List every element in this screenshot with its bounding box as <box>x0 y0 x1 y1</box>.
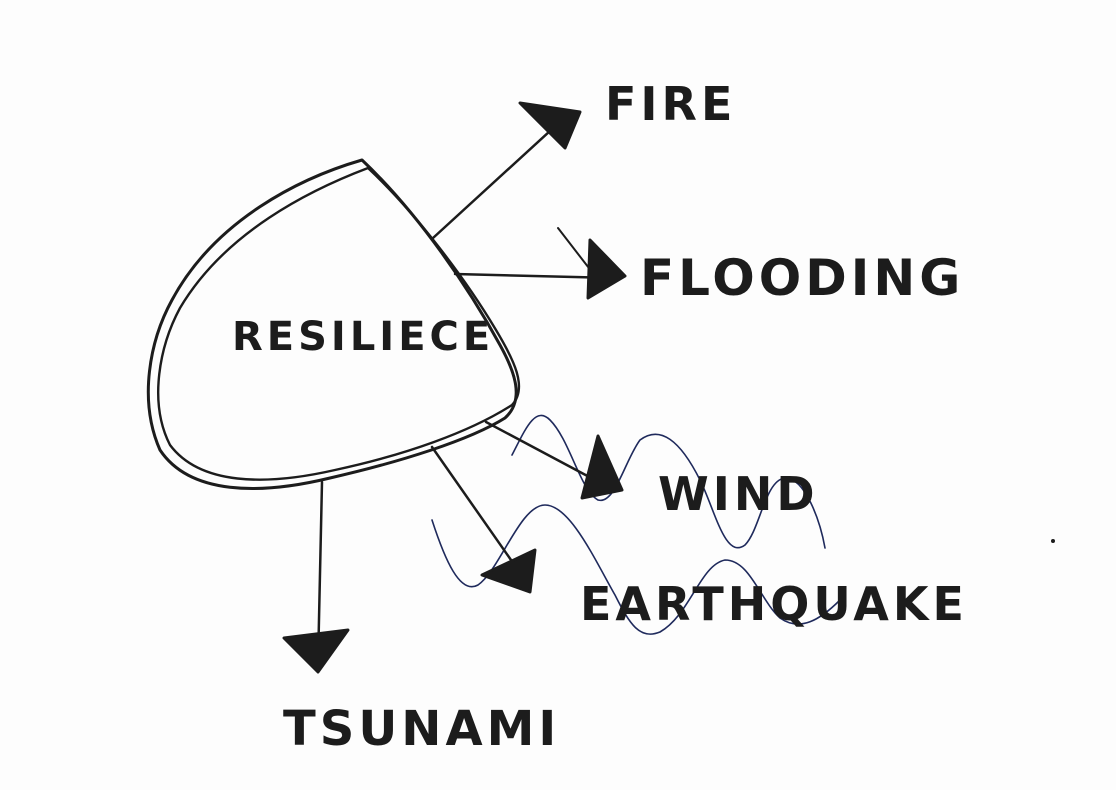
arrow-tsunami <box>282 480 350 674</box>
arrow-flooding <box>453 227 627 300</box>
hazard-label-earthquake: EARTHQUAKE <box>580 577 968 631</box>
hazard-label-flooding: FLOODING <box>640 249 964 307</box>
arrow-fire <box>431 101 582 240</box>
hazard-label-wind: WIND <box>658 467 819 521</box>
center-label: RESILIECE <box>232 314 494 360</box>
hazard-label-fire: FIRE <box>605 77 736 131</box>
resilience-shape: RESILIECE <box>146 158 521 490</box>
wave-line-upper <box>511 414 826 549</box>
wave-lines <box>431 414 841 635</box>
hazard-label-tsunami: TSUNAMI <box>283 701 560 757</box>
wave-line-lower <box>431 504 841 635</box>
arrow-earthquake <box>430 445 537 594</box>
ink-dot <box>1051 539 1055 543</box>
arrow-wind <box>484 420 624 500</box>
